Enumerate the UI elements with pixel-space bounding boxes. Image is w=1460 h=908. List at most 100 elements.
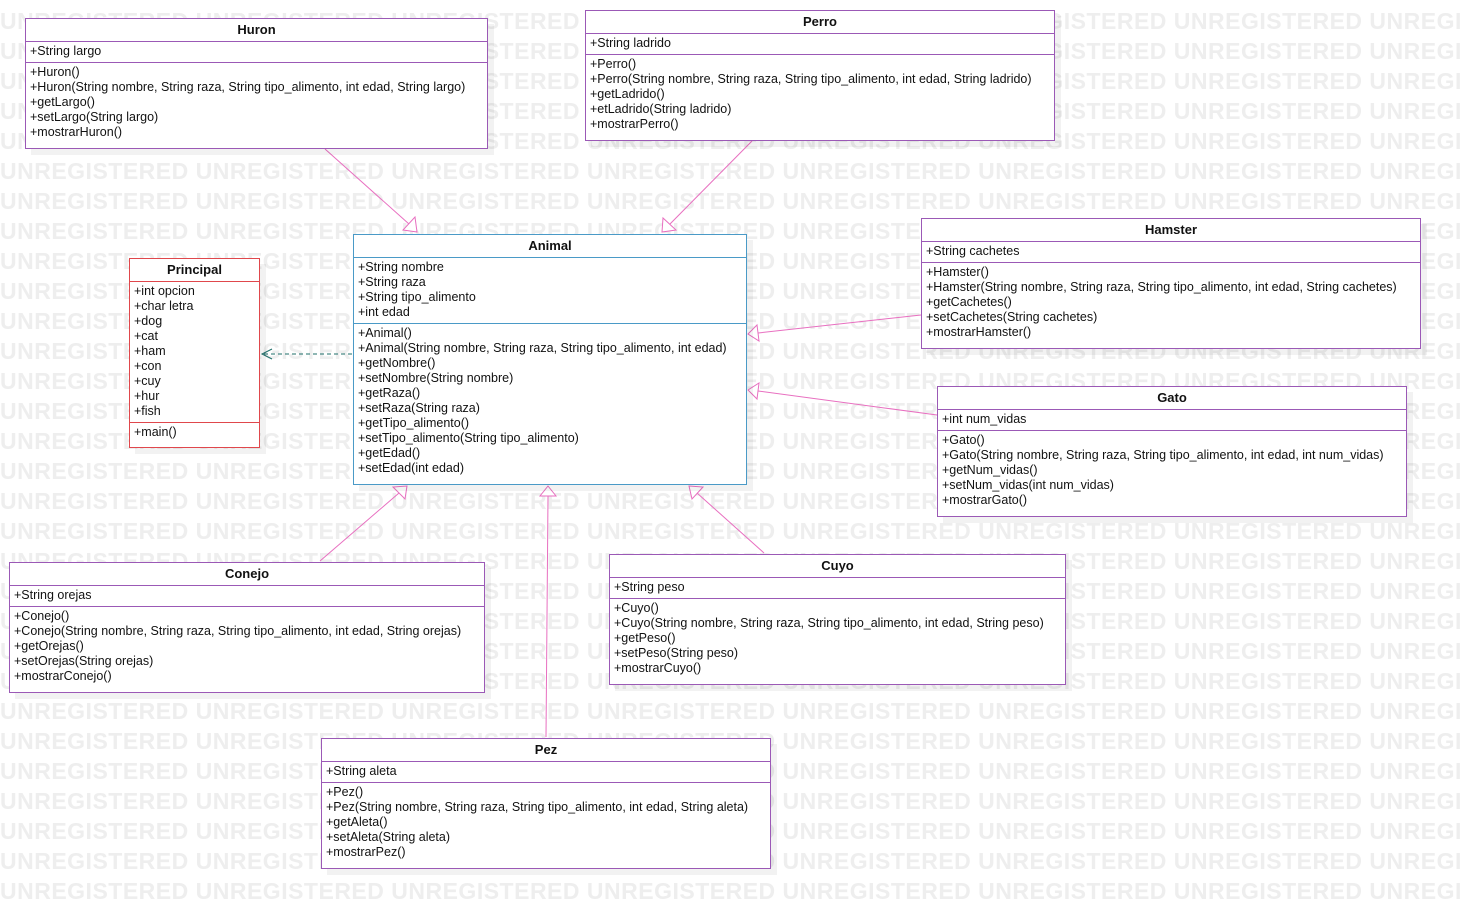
methods-section: +Pez()+Pez(String nombre, String raza, S… xyxy=(322,782,770,863)
attribute-item: +cat xyxy=(134,329,158,343)
dependency-arrowhead xyxy=(260,348,273,360)
attribute-item: +String nombre xyxy=(358,260,444,274)
cuyo-inheritance-arrowhead xyxy=(688,485,705,501)
method-item: +getPeso() xyxy=(614,631,676,645)
conejo-inheritance-arrowhead xyxy=(391,485,408,501)
attribute-item: +String aleta xyxy=(326,764,397,778)
method-item: +Animal() xyxy=(358,326,412,340)
generalization-huron-animal xyxy=(324,148,418,233)
method-item: +setOrejas(String orejas) xyxy=(14,654,154,668)
attribute-item: +cuy xyxy=(134,374,161,388)
attribute-item: +String largo xyxy=(30,44,102,58)
method-item: +Animal(String nombre, String raza, Stri… xyxy=(358,341,727,355)
attribute-item: +fish xyxy=(134,404,161,418)
huron-inheritance-line xyxy=(324,148,410,225)
methods-section: +Huron()+Huron(String nombre, String raz… xyxy=(26,62,487,143)
generalization-hamster-animal xyxy=(747,314,922,342)
methods-section: +main() xyxy=(130,422,259,443)
method-item: +getTipo_alimento() xyxy=(358,416,470,430)
method-item: +setAleta(String aleta) xyxy=(326,830,451,844)
attributes-section: +int opcion+char letra+dog+cat+ham+con+c… xyxy=(130,281,259,422)
method-item: +Gato() xyxy=(942,433,985,447)
method-item: +setEdad(int edad) xyxy=(358,461,464,475)
method-item: +Pez() xyxy=(326,785,364,799)
generalization-cuyo-animal xyxy=(688,485,765,554)
class-name: Pez xyxy=(534,742,558,757)
class-gato[interactable]: Gato +int num_vidas +Gato()+Gato(String … xyxy=(937,386,1407,517)
method-item: +Huron() xyxy=(30,65,80,79)
attribute-item: +con xyxy=(134,359,162,373)
method-item: +Pez(String nombre, String raza, String … xyxy=(326,800,749,814)
hamster-inheritance-line xyxy=(757,314,922,334)
attributes-section: +String largo xyxy=(26,41,487,62)
method-item: +mostrarHamster() xyxy=(926,325,1032,339)
perro-inheritance-arrowhead xyxy=(661,216,678,233)
class-name: Hamster xyxy=(1144,222,1198,237)
method-item: +mostrarCuyo() xyxy=(614,661,702,675)
methods-section: +Gato()+Gato(String nombre, String raza,… xyxy=(938,430,1406,511)
attribute-item: +String cachetes xyxy=(926,244,1020,258)
class-conejo[interactable]: Conejo +String orejas +Conejo()+Conejo(S… xyxy=(9,562,485,693)
class-name: Animal xyxy=(528,238,572,253)
method-item: +getNum_vidas() xyxy=(942,463,1038,477)
methods-section: +Animal()+Animal(String nombre, String r… xyxy=(354,323,746,479)
pez-inheritance-arrowhead xyxy=(538,485,558,497)
class-pez[interactable]: Pez +String aleta +Pez()+Pez(String nomb… xyxy=(321,738,771,869)
dependency-animal-principal xyxy=(260,348,352,360)
class-perro[interactable]: Perro +String ladrido +Perro()+Perro(Str… xyxy=(585,10,1055,141)
generalization-gato-animal xyxy=(747,382,938,416)
attributes-section: +String peso xyxy=(610,577,1065,598)
class-animal[interactable]: Animal +String nombre+String raza+String… xyxy=(353,234,747,485)
method-item: +Cuyo() xyxy=(614,601,659,615)
method-item: +getLargo() xyxy=(30,95,95,109)
attribute-item: +hur xyxy=(134,389,160,403)
class-name: Huron xyxy=(237,22,276,37)
class-name: Principal xyxy=(167,262,222,277)
class-huron[interactable]: Huron +String largo +Huron()+Huron(Strin… xyxy=(25,18,488,149)
method-item: +setNombre(String nombre) xyxy=(358,371,514,385)
attribute-item: +int edad xyxy=(358,305,410,319)
class-hamster[interactable]: Hamster +String cachetes +Hamster()+Hams… xyxy=(921,218,1421,349)
method-item: +setLargo(String largo) xyxy=(30,110,159,124)
hamster-inheritance-arrowhead xyxy=(747,323,760,342)
attribute-item: +String peso xyxy=(614,580,685,594)
methods-section: +Conejo()+Conejo(String nombre, String r… xyxy=(10,606,484,687)
method-item: +Conejo(String nombre, String raza, Stri… xyxy=(14,624,462,638)
conejo-inheritance-line xyxy=(319,492,400,562)
class-name: Gato xyxy=(1157,390,1187,405)
perro-inheritance-line xyxy=(669,140,753,225)
methods-section: +Perro()+Perro(String nombre, String raz… xyxy=(586,54,1054,135)
attribute-item: +int num_vidas xyxy=(942,412,1027,426)
methods-section: +Cuyo()+Cuyo(String nombre, String raza,… xyxy=(610,598,1065,679)
gato-inheritance-arrowhead xyxy=(747,382,760,401)
class-name: Perro xyxy=(803,14,837,29)
method-item: +setCachetes(String cachetes) xyxy=(926,310,1098,324)
method-item: +mostrarHuron() xyxy=(30,125,123,139)
attribute-item: +char letra xyxy=(134,299,194,313)
method-item: +getRaza() xyxy=(358,386,421,400)
method-item: +Perro() xyxy=(590,57,637,71)
class-principal[interactable]: Principal +int opcion+char letra+dog+cat… xyxy=(129,258,260,448)
class-cuyo[interactable]: Cuyo +String peso +Cuyo()+Cuyo(String no… xyxy=(609,554,1066,685)
generalization-perro-animal xyxy=(661,140,753,233)
method-item: +Hamster(String nombre, String raza, Str… xyxy=(926,280,1397,294)
method-item: +getOrejas() xyxy=(14,639,84,653)
method-item: +setRaza(String raza) xyxy=(358,401,480,415)
cuyo-inheritance-line xyxy=(696,492,765,554)
method-item: +Hamster() xyxy=(926,265,989,279)
generalization-conejo-animal xyxy=(319,485,408,562)
method-item: +setTipo_alimento(String tipo_alimento) xyxy=(358,431,579,445)
class-name: Conejo xyxy=(224,566,270,581)
method-item: +getLadrido() xyxy=(590,87,665,101)
method-item: +mostrarPez() xyxy=(326,845,406,859)
class-name: Cuyo xyxy=(821,558,854,573)
method-item: +setNum_vidas(int num_vidas) xyxy=(942,478,1114,492)
method-item: +mostrarPerro() xyxy=(590,117,679,131)
method-item: +getAleta() xyxy=(326,815,388,829)
attribute-item: +ham xyxy=(134,344,166,358)
attributes-section: +String cachetes xyxy=(922,241,1420,262)
method-item: +mostrarConejo() xyxy=(14,669,112,683)
attribute-item: +String ladrido xyxy=(590,36,671,50)
gato-inheritance-line xyxy=(757,390,938,416)
